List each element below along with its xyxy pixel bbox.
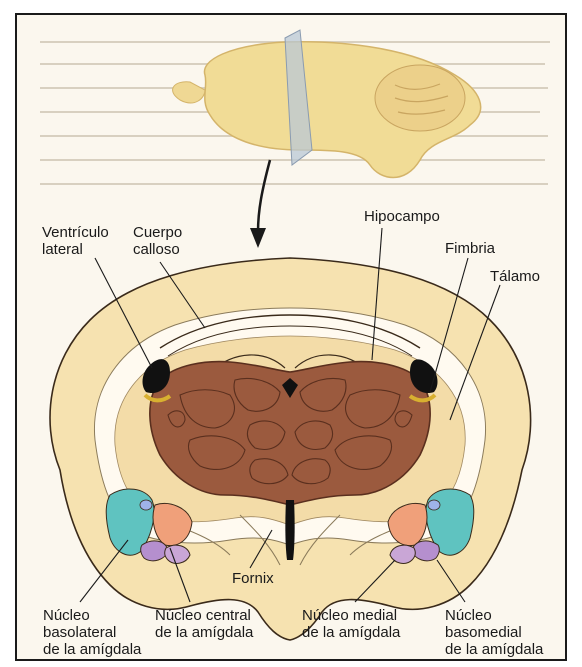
fornix-region <box>285 500 294 560</box>
section-arrow <box>250 160 270 248</box>
label-nucleo-central: Núcleo central de la amígdala <box>155 607 253 641</box>
label-nucleo-medial: Núcleo medial de la amígdala <box>302 607 400 641</box>
label-hipocampo: Hipocampo <box>364 208 440 225</box>
whole-brain-lateral-view <box>173 42 481 178</box>
label-fornix: Fornix <box>232 570 274 587</box>
label-talamo: Tálamo <box>490 268 540 285</box>
label-cuerpo-calloso: Cuerpo calloso <box>133 224 182 258</box>
coronal-section <box>50 258 531 640</box>
label-ventriculo-lateral: Ventrículo lateral <box>42 224 109 258</box>
label-fimbria: Fimbria <box>445 240 495 257</box>
label-nucleo-basomedial: Núcleo basomedial de la amígdala <box>445 607 543 658</box>
label-nucleo-basolateral: Núcleo basolateral de la amígdala <box>43 607 141 658</box>
